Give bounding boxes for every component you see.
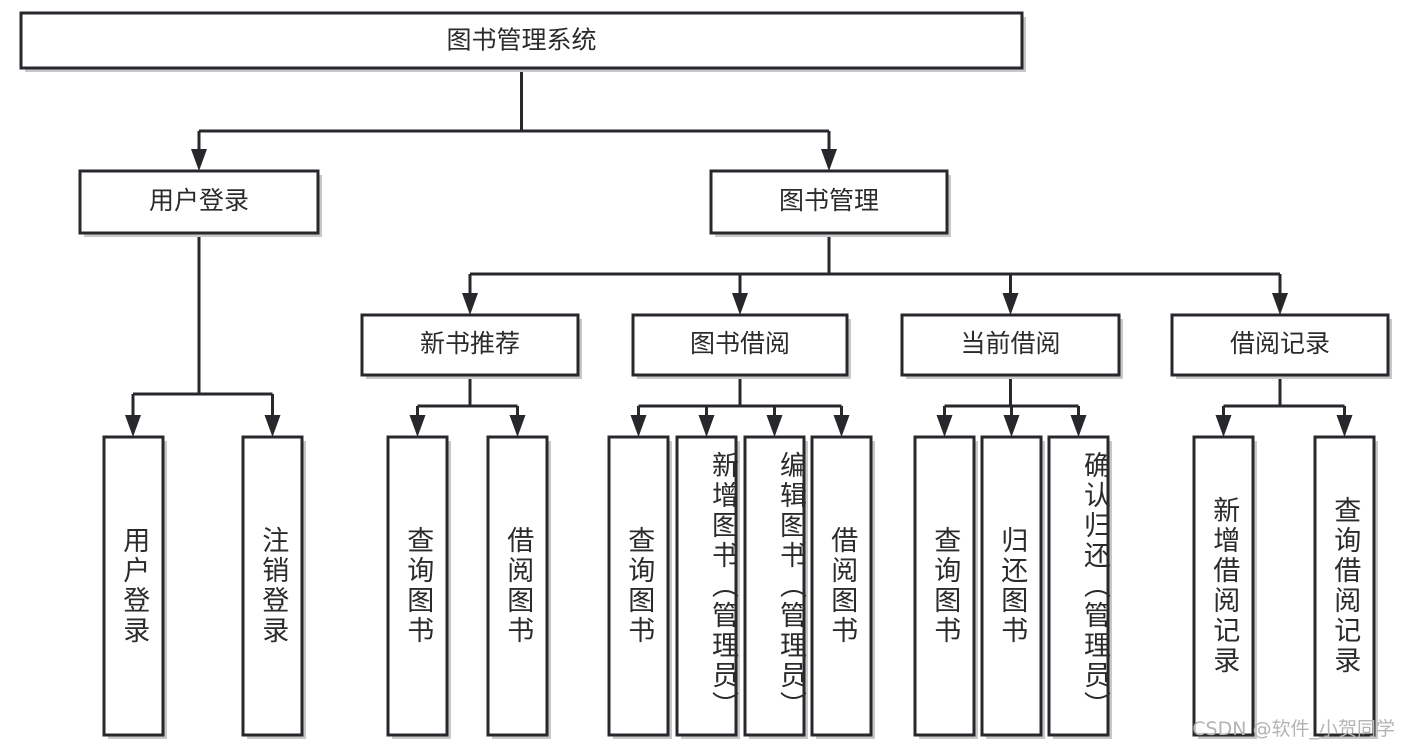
connector-userlogin-to-leaves — [125, 233, 281, 437]
node-root-label: 图书管理系统 — [446, 26, 596, 55]
connector-currentborrow-to-leaves — [936, 375, 1087, 437]
node-book-management-label: 图书管理 — [779, 186, 879, 215]
node-book-borrow[interactable]: 图书借阅 — [631, 313, 851, 379]
leaf-node-box[interactable] — [241, 435, 306, 739]
node-root[interactable]: 图书管理系统 — [19, 11, 1026, 72]
leaf-node-box[interactable] — [607, 435, 672, 739]
leaf-node-box[interactable] — [810, 435, 875, 739]
leaf-node-box[interactable] — [1192, 435, 1257, 739]
connector-bookmgmt-to-level3 — [462, 233, 1288, 315]
node-borrow-record[interactable]: 借阅记录 — [1170, 313, 1392, 379]
connector-root-to-level2 — [191, 68, 837, 171]
node-borrow-record-label: 借阅记录 — [1230, 329, 1330, 358]
connector-bookborrow-to-leaves — [630, 375, 850, 437]
connector-newbook-to-leaves — [409, 375, 526, 437]
csdn-watermark: CSDN @软件_小贺同学 — [1192, 718, 1395, 740]
leaf-node-box[interactable] — [486, 435, 551, 739]
leaf-node-box[interactable] — [675, 435, 740, 739]
leaf-node-box[interactable] — [980, 435, 1045, 739]
node-new-book-recommend-label: 新书推荐 — [420, 329, 520, 358]
node-book-management[interactable]: 图书管理 — [709, 169, 951, 237]
node-new-book-recommend[interactable]: 新书推荐 — [360, 313, 582, 379]
leaf-node-box[interactable] — [1047, 435, 1112, 739]
leaf-node-box[interactable] — [386, 435, 451, 739]
node-user-login[interactable]: 用户登录 — [78, 169, 322, 237]
node-user-login-label: 用户登录 — [149, 186, 249, 215]
node-current-borrow-label: 当前借阅 — [960, 329, 1060, 358]
connector-layer — [125, 68, 1353, 437]
leaf-node-box[interactable] — [102, 435, 167, 739]
connector-borrowrecord-to-leaves — [1215, 375, 1353, 437]
node-book-borrow-label: 图书借阅 — [690, 329, 790, 358]
leaf-node-box[interactable] — [743, 435, 808, 739]
leaf-node-box[interactable] — [913, 435, 978, 739]
leaf-node-box[interactable] — [1313, 435, 1378, 739]
node-current-borrow[interactable]: 当前借阅 — [900, 313, 1123, 379]
